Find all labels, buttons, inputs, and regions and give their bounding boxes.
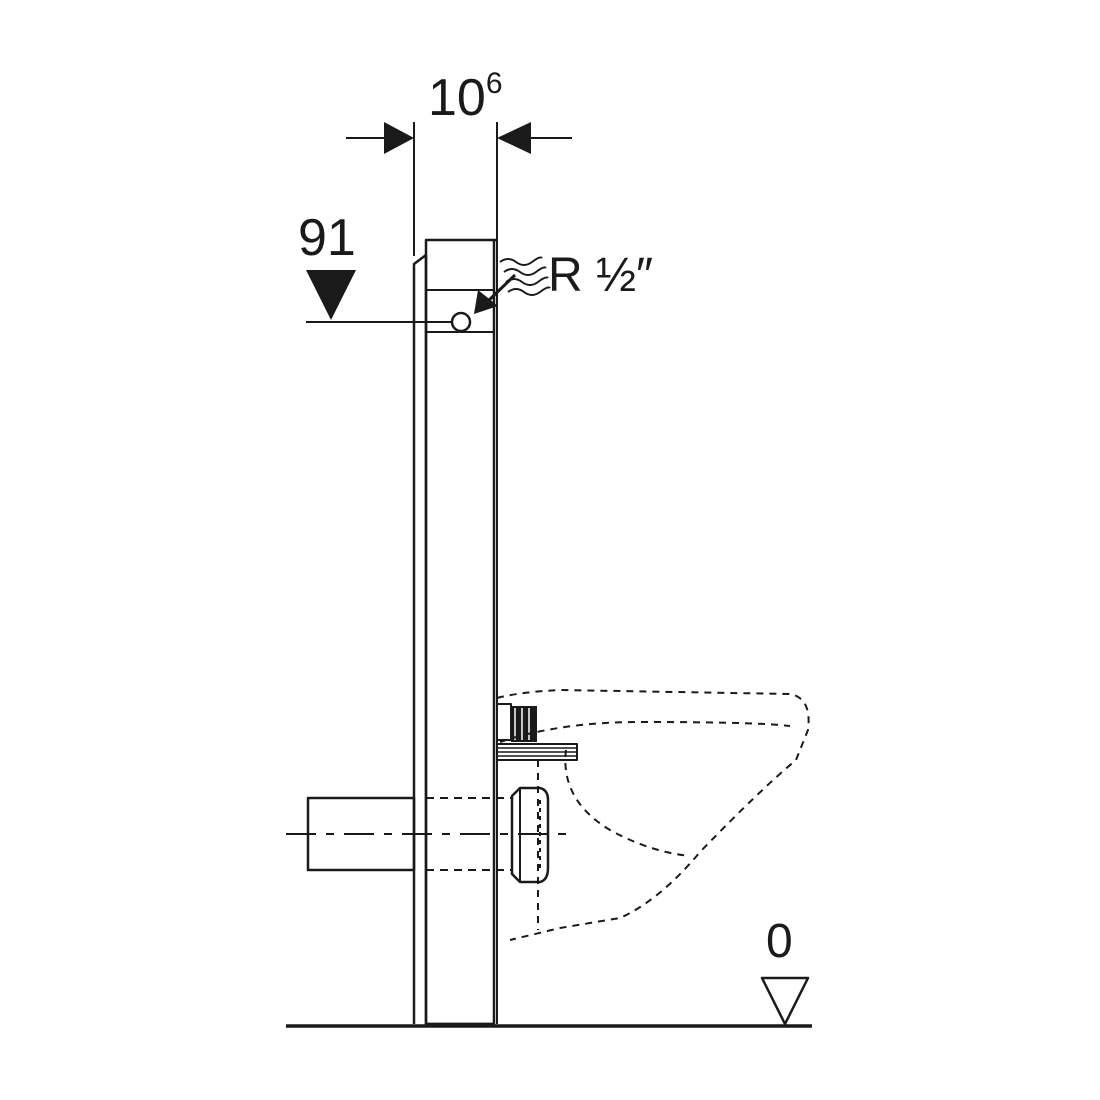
installation-module bbox=[412, 238, 498, 1026]
water-connection-point bbox=[450, 311, 472, 333]
wc-outline bbox=[496, 689, 810, 941]
width-dimension-label: 106 bbox=[428, 66, 503, 127]
flush-connector bbox=[496, 703, 578, 930]
width-dimension bbox=[346, 122, 572, 256]
drain-pipe bbox=[286, 796, 570, 872]
thread-size-label: R ½″ bbox=[548, 249, 654, 302]
drain-connector bbox=[510, 786, 550, 884]
floor-level-label: 0 bbox=[766, 915, 793, 968]
connection-height-label: 91 bbox=[298, 209, 356, 267]
water-supply-arrow bbox=[474, 256, 551, 314]
height-marker bbox=[306, 270, 452, 323]
floor-level-marker bbox=[760, 976, 810, 1026]
